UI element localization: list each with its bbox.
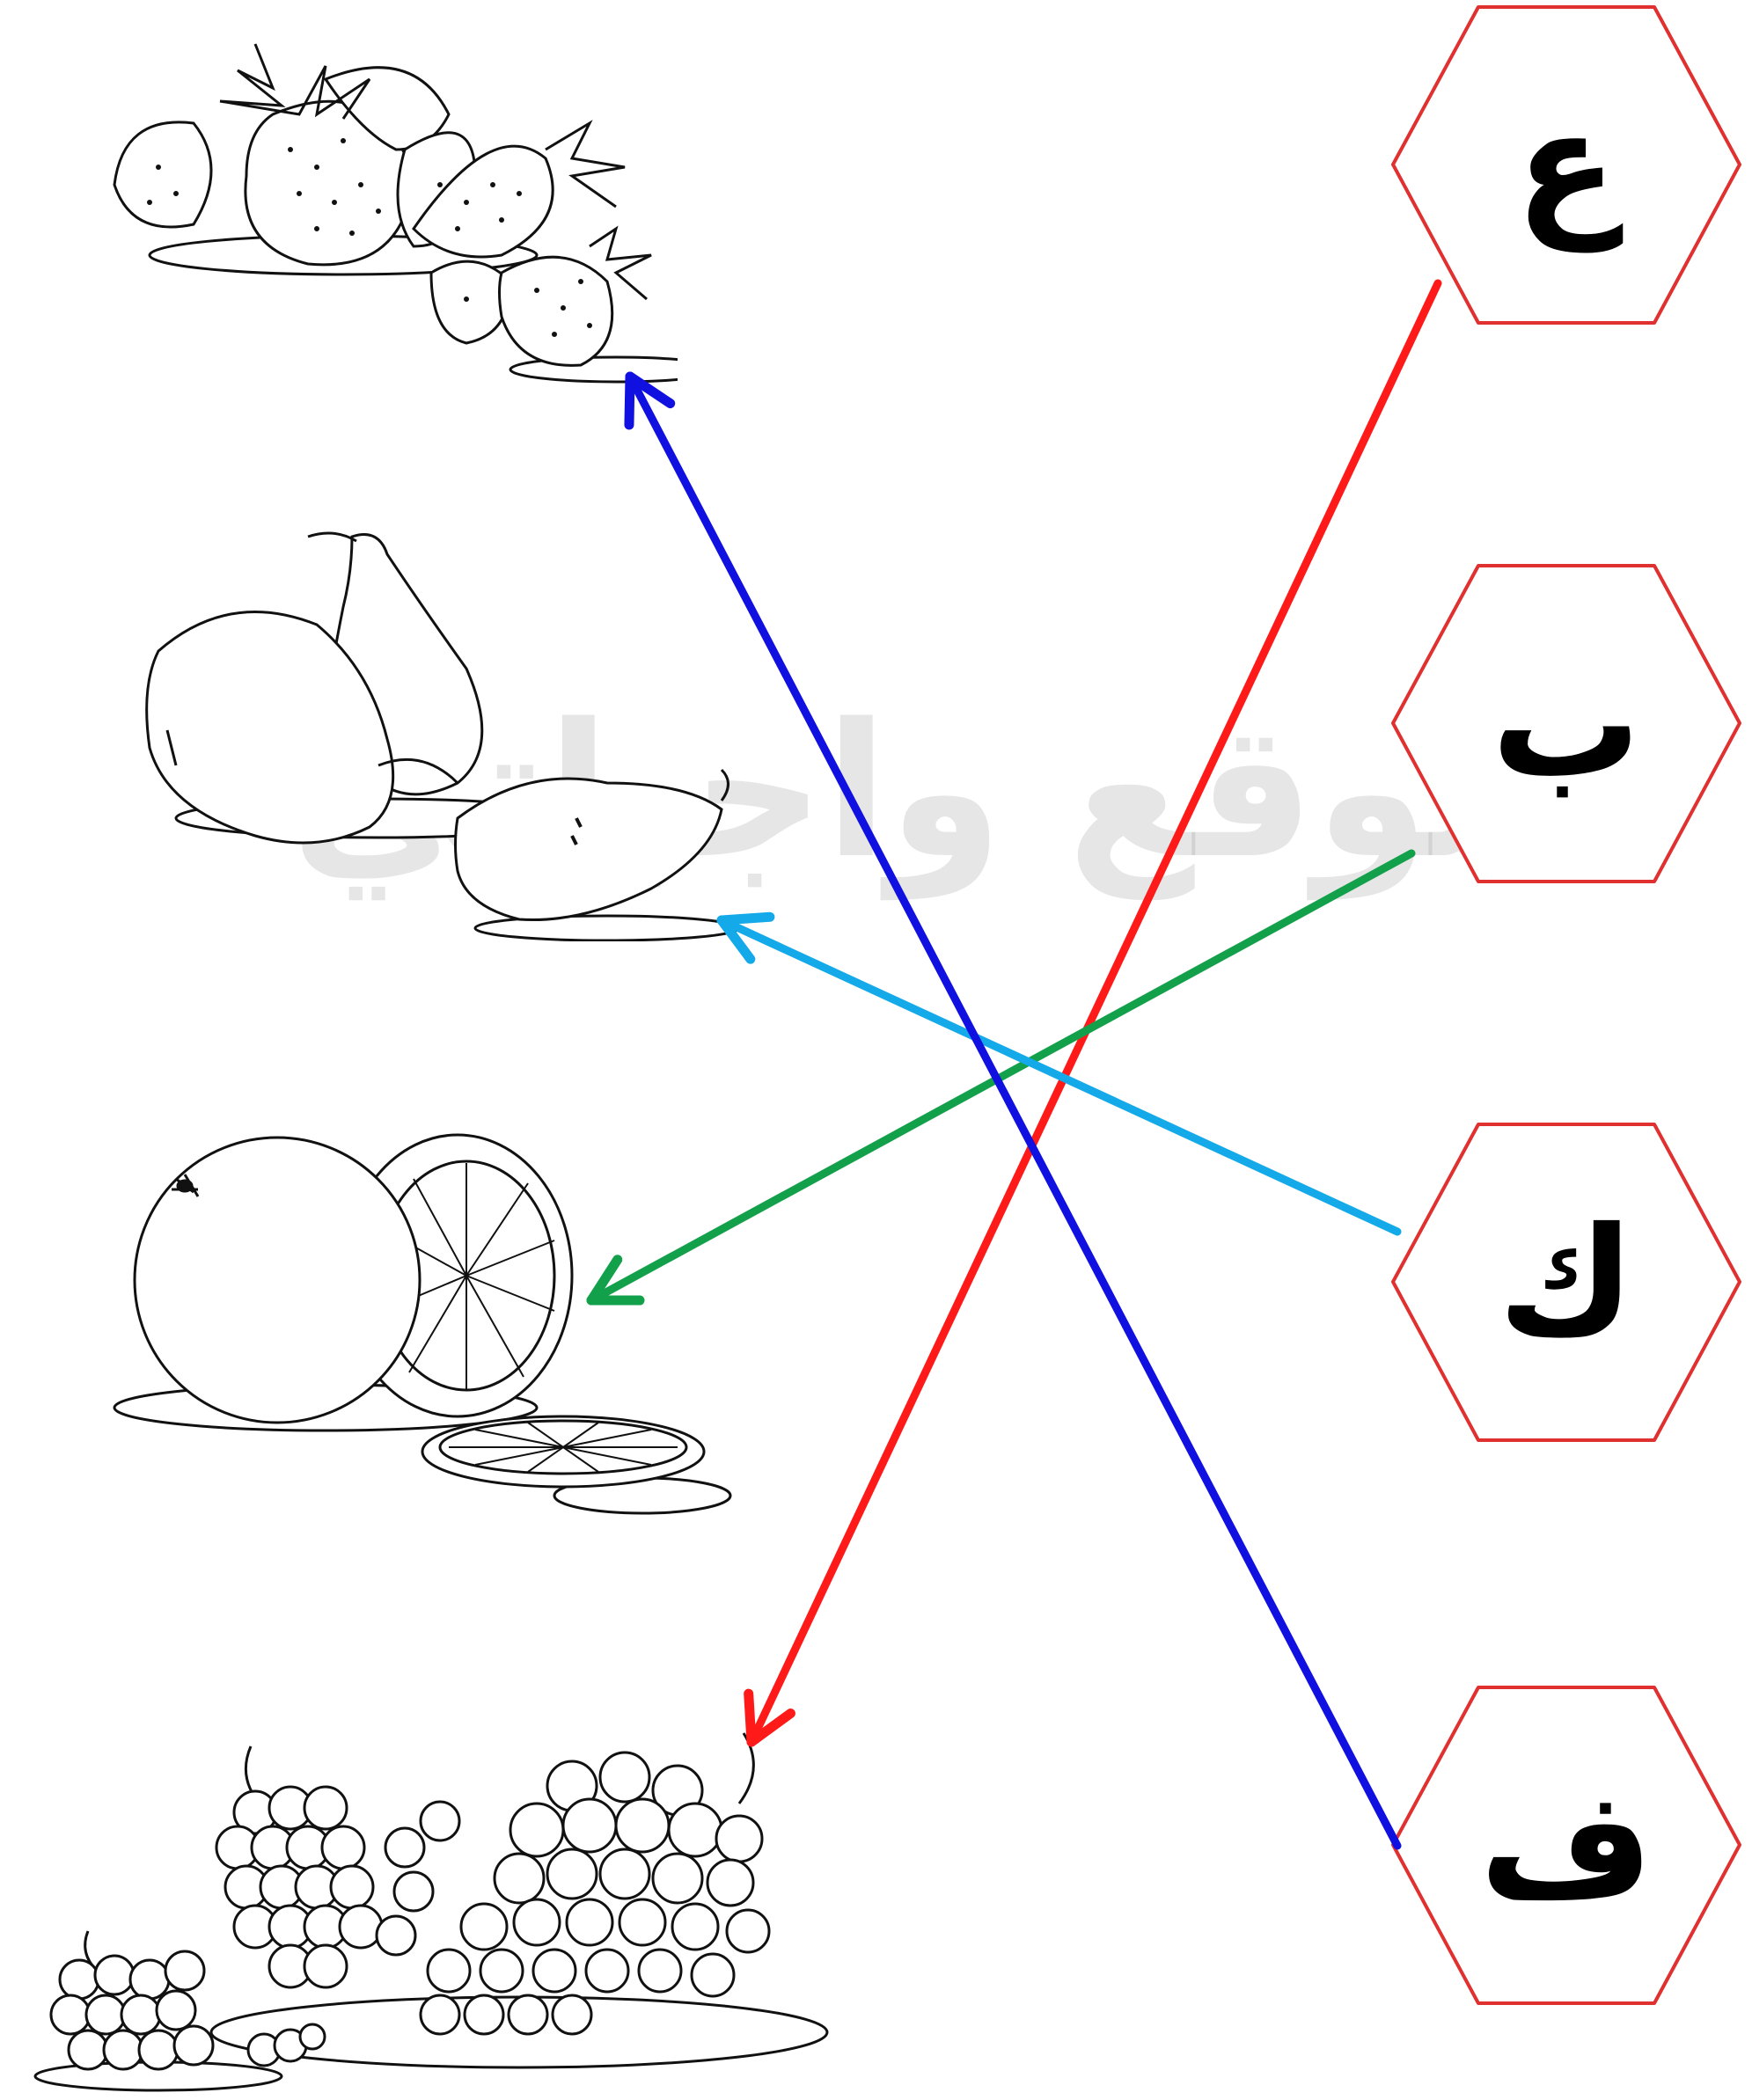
arrowhead-icon <box>625 371 676 409</box>
orange-illustration <box>88 1109 739 1566</box>
letter-ba: ب <box>1491 636 1642 811</box>
badge-outline <box>1391 564 1741 883</box>
arrow-line <box>747 279 1442 1746</box>
arrowhead-icon <box>744 1688 757 1747</box>
pear-illustration <box>88 519 741 942</box>
letter-badge-ba[interactable]: ب <box>1390 563 1742 884</box>
arrow-ba-to-orange <box>586 849 1416 1306</box>
letter-ain: ع <box>1514 77 1618 252</box>
strawberry-illustration <box>97 18 723 387</box>
arrow-ain-to-grapes <box>744 279 1442 1747</box>
badge-outline <box>1391 5 1741 325</box>
letter-badge-ain[interactable]: ع <box>1390 4 1742 326</box>
letter-fa: ف <box>1479 1758 1653 1933</box>
arrowhead-icon <box>746 1709 795 1747</box>
arrowhead-icon <box>586 1255 623 1306</box>
arrow-line <box>587 849 1416 1305</box>
arrowhead-icon <box>716 915 756 964</box>
arrowhead-icon <box>624 371 635 430</box>
grapes-illustration <box>26 1724 836 2094</box>
letter-badge-fa[interactable]: ف <box>1390 1685 1742 2006</box>
arrow-kaf-to-pear <box>716 911 1402 1236</box>
badge-outline <box>1391 1123 1741 1442</box>
arrow-line <box>626 372 1402 1850</box>
letter-kaf: ك <box>1498 1195 1635 1370</box>
arrowhead-icon <box>716 911 775 926</box>
letter-badge-kaf[interactable]: ك <box>1390 1122 1742 1443</box>
arrow-line <box>717 916 1402 1236</box>
arrow-fa-to-strawberry <box>624 371 1402 1850</box>
